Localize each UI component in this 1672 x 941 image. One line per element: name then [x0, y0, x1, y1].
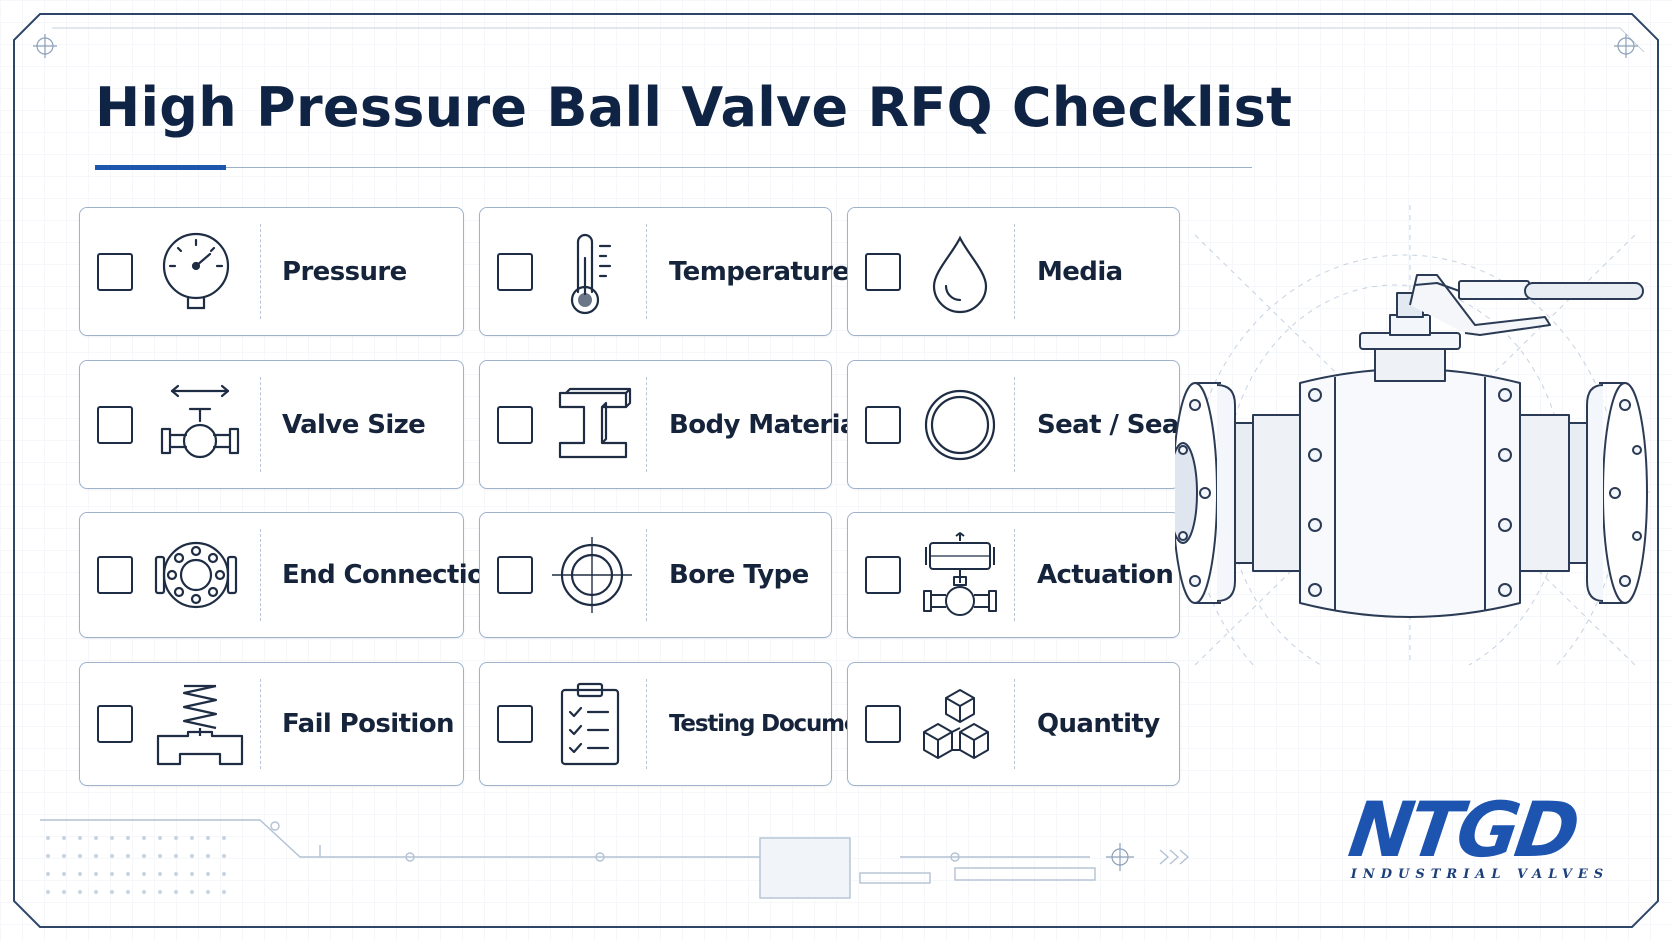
droplet-icon	[916, 228, 1004, 316]
pressure-checkbox[interactable]	[97, 252, 133, 291]
temperature-checkbox[interactable]	[497, 252, 533, 291]
checklist-card-testing-documents[interactable]: Testing Documents	[479, 662, 897, 786]
checklist-card-temperature[interactable]: Temperature	[479, 207, 850, 336]
checklist-card-fail-position[interactable]: Fail Position	[79, 662, 464, 786]
media-checkbox[interactable]	[865, 252, 901, 291]
card-divider	[1014, 529, 1015, 621]
clipboard-icon	[546, 680, 634, 768]
logo-wordmark: NTGD	[1343, 785, 1582, 874]
valve-size-checkbox[interactable]	[97, 405, 133, 444]
checklist-card-bore-type[interactable]: Bore Type	[479, 512, 832, 638]
checklist-card-quantity[interactable]: Quantity	[847, 662, 1180, 786]
label-end-connection: End Connection	[282, 560, 503, 590]
label-actuation: Actuation	[1037, 560, 1174, 590]
checklist-card-valve-size[interactable]: Valve Size	[79, 360, 464, 489]
label-body-material: Body Material	[669, 409, 866, 440]
end-connection-checkbox[interactable]	[97, 556, 133, 594]
page-title: High Pressure Ball Valve RFQ Checklist	[95, 76, 1293, 139]
bore-type-checkbox[interactable]	[497, 556, 533, 594]
valve-size-icon	[156, 381, 244, 469]
i-beam-icon	[550, 381, 638, 469]
card-divider	[260, 679, 261, 769]
boxes-icon	[916, 680, 1004, 768]
fail-position-checkbox[interactable]	[97, 705, 133, 743]
card-divider	[260, 377, 261, 472]
pressure-gauge-icon	[152, 228, 240, 316]
label-pressure: Pressure	[282, 256, 407, 287]
card-divider	[1014, 377, 1015, 472]
card-divider	[646, 679, 647, 769]
body-material-checkbox[interactable]	[497, 405, 533, 444]
flange-icon	[152, 531, 240, 619]
label-seat-seal: Seat / Seal	[1037, 409, 1188, 440]
testing-documents-checkbox[interactable]	[497, 705, 533, 743]
seal-ring-icon	[916, 381, 1004, 469]
card-divider	[1014, 224, 1015, 319]
bore-icon	[548, 531, 636, 619]
actuation-checkbox[interactable]	[865, 556, 901, 594]
checklist-card-pressure[interactable]: Pressure	[79, 207, 464, 336]
checklist-card-end-connection[interactable]: End Connection	[79, 512, 503, 638]
card-divider	[260, 224, 261, 319]
thermometer-icon	[546, 228, 634, 316]
card-divider	[646, 224, 647, 319]
card-divider	[646, 529, 647, 621]
card-divider	[646, 377, 647, 472]
ball-valve-illustration	[1175, 205, 1655, 665]
checklist-card-seat-seal[interactable]: Seat / Seal	[847, 360, 1188, 489]
label-temperature: Temperature	[669, 256, 850, 287]
spring-icon	[156, 680, 244, 768]
label-quantity: Quantity	[1037, 709, 1160, 739]
checklist-card-body-material[interactable]: Body Material	[479, 360, 866, 489]
title-underline	[95, 167, 1252, 168]
ntgd-logo: NTGD INDUSTRIAL VALVES	[1344, 785, 1630, 887]
title-accent-bar	[95, 165, 226, 170]
seat-seal-checkbox[interactable]	[865, 405, 901, 444]
logo-tagline: INDUSTRIAL VALVES	[1350, 867, 1610, 882]
label-valve-size: Valve Size	[282, 409, 426, 440]
card-divider	[260, 529, 261, 621]
checklist-card-media[interactable]: Media	[847, 207, 1180, 336]
label-fail-position: Fail Position	[282, 709, 454, 739]
quantity-checkbox[interactable]	[865, 705, 901, 743]
label-media: Media	[1037, 256, 1123, 287]
label-bore-type: Bore Type	[669, 560, 809, 590]
actuator-icon	[916, 531, 1004, 619]
checklist-card-actuation[interactable]: Actuation	[847, 512, 1180, 638]
card-divider	[1014, 679, 1015, 769]
